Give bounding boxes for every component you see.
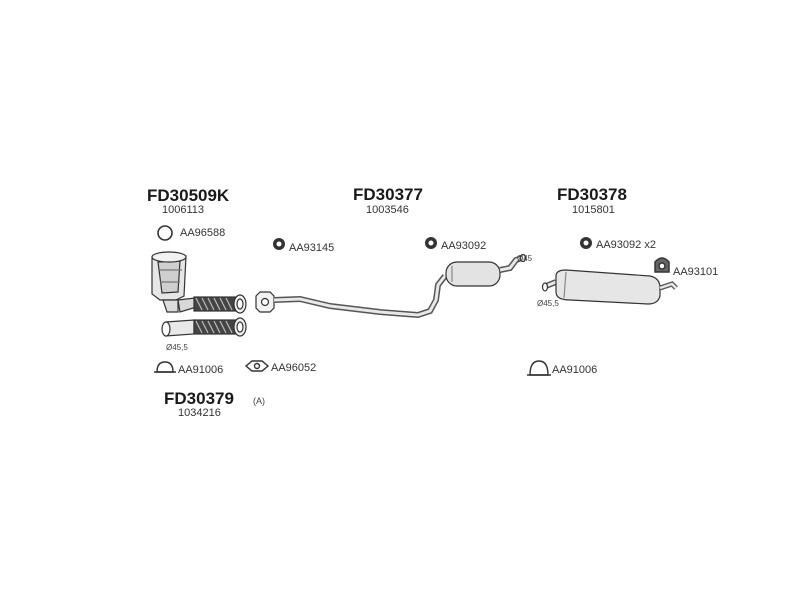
part-ref-middle-pipe: 1003546	[366, 204, 409, 216]
accessory-code: AA93092 x2	[596, 239, 656, 251]
catalytic-converter	[151, 251, 201, 313]
accessory-code: AA96588	[180, 227, 226, 239]
accessory-code: AA93092	[441, 240, 487, 252]
clamp-icon	[154, 361, 176, 373]
part-variant-front-pipe: (A)	[253, 396, 265, 406]
part-code-front-pipe: FD30379	[164, 389, 234, 408]
accessory-code: AA93145	[289, 242, 335, 254]
part-ref-catalyst: 1006113	[162, 204, 205, 216]
accessory-code: AA93101	[673, 266, 719, 278]
clamp-icon	[527, 360, 551, 376]
part-ref-rear-silencer: 1015801	[572, 204, 615, 216]
accessory-code: AA96052	[271, 362, 317, 374]
rubber-mount-icon	[425, 237, 437, 249]
flexible-pipe-upper	[193, 294, 247, 314]
diameter-label: Ø45,5	[537, 299, 559, 308]
part-code-middle-pipe: FD30377	[353, 185, 423, 204]
part-ref-front-pipe: 1034216	[178, 407, 221, 419]
accessory-code: AA91006	[552, 364, 598, 376]
gasket-icon	[244, 360, 270, 372]
part-code-catalyst: FD30509K	[147, 186, 230, 205]
o-ring-icon	[157, 225, 173, 241]
rubber-mount-icon	[580, 237, 592, 249]
diameter-label: Ø45,5	[166, 343, 188, 352]
rubber-hanger-icon	[654, 257, 670, 273]
flexible-pipe-lower	[161, 317, 247, 337]
accessory-code: AA91006	[178, 364, 224, 376]
rear-silencer	[541, 269, 678, 305]
rubber-mount-icon	[273, 238, 285, 250]
middle-pipe-with-silencer	[255, 253, 527, 319]
part-code-rear-silencer: FD30378	[557, 185, 627, 204]
diameter-label: Ø45	[517, 254, 533, 263]
